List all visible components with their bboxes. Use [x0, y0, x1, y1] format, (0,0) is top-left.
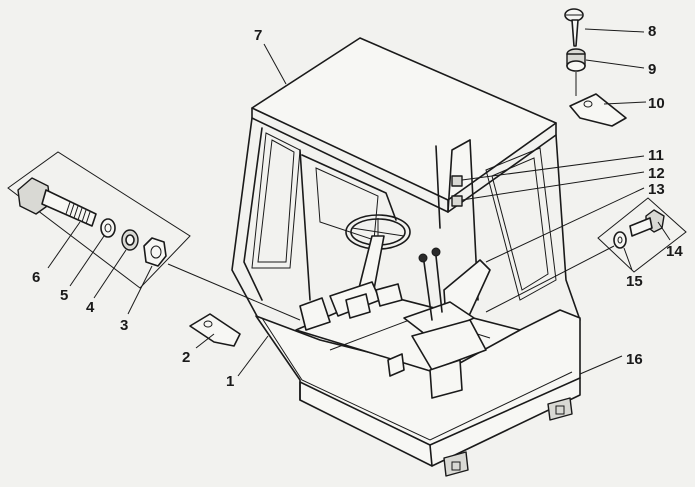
seat-assembly	[387, 247, 491, 399]
callout-9: 9	[648, 61, 656, 78]
callout-7: 7	[254, 27, 262, 44]
callout-4: 4	[86, 299, 95, 316]
steering-assembly	[299, 214, 411, 331]
callout-8: 8	[648, 23, 656, 40]
leader-lines	[47, 28, 671, 377]
callout-6: 6	[32, 269, 40, 286]
callout-12: 12	[648, 165, 665, 182]
bracket-2	[189, 313, 241, 347]
callout-5: 5	[60, 287, 68, 304]
panel-switches	[451, 175, 463, 207]
callout-11: 11	[648, 147, 664, 164]
callout-10: 10	[648, 95, 665, 112]
callout-14: 14	[666, 243, 683, 260]
fastener-kit-top	[564, 8, 627, 127]
callout-2: 2	[182, 349, 190, 366]
callout-labels: 1 2 3 4 5 6 7 8 9 10 11 12 13 14 15 16	[32, 23, 683, 390]
cab-roof	[251, 37, 557, 213]
bolt-kit-left	[7, 151, 301, 321]
callout-16: 16	[626, 351, 643, 368]
callout-1: 1	[226, 373, 234, 390]
cab-mounts	[443, 397, 573, 477]
callout-13: 13	[648, 181, 665, 198]
callout-15: 15	[626, 273, 643, 290]
cab-frame	[231, 117, 581, 321]
callout-3: 3	[120, 317, 128, 334]
